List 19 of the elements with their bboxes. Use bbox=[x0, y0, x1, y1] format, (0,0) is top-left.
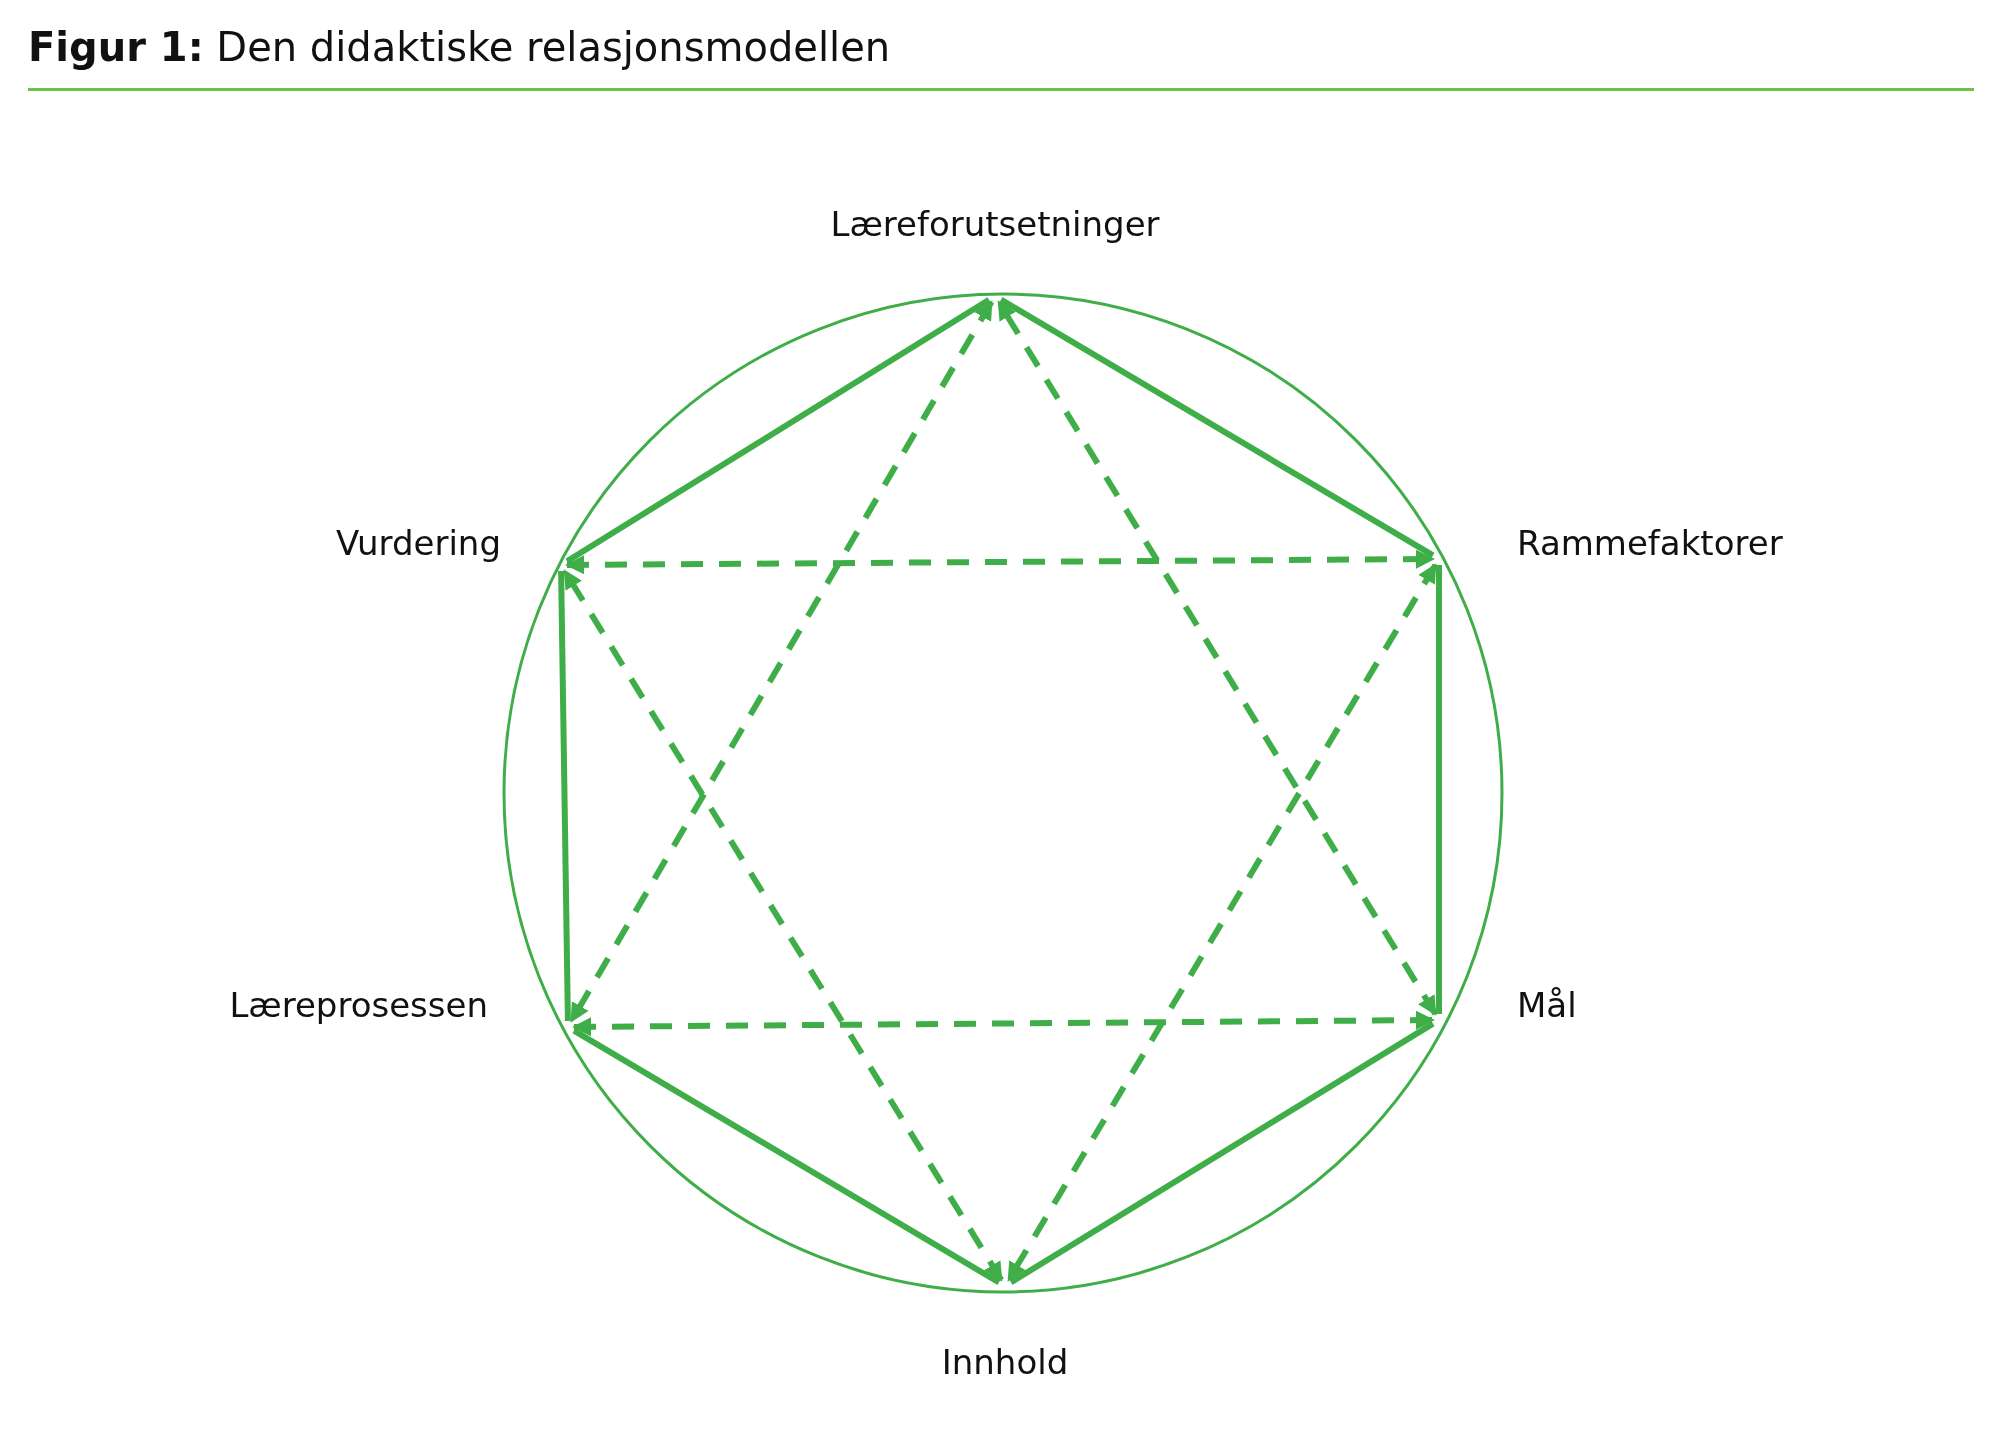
connector-line bbox=[565, 297, 991, 564]
vertex-label: Læreforutsetninger bbox=[830, 203, 1160, 245]
dashed-arrow bbox=[562, 569, 1004, 1282]
vertex-label: Læreprosessen bbox=[229, 984, 488, 1026]
dashed-arrow bbox=[996, 300, 1438, 1016]
vertex-label: Vurdering bbox=[336, 522, 501, 564]
connector-line bbox=[999, 296, 1435, 559]
connector-line bbox=[1009, 1021, 1435, 1285]
vertex-label: Innhold bbox=[941, 1341, 1069, 1383]
connector-line bbox=[1436, 565, 1442, 1014]
vertex-label: Rammefaktorer bbox=[1517, 522, 1783, 564]
connector-line bbox=[558, 570, 571, 1022]
dashed-arrow bbox=[572, 1010, 1435, 1037]
connector-line bbox=[572, 1027, 1001, 1286]
figure-title: Figur 1: Den didaktiske relasjonsmodellen bbox=[28, 24, 891, 70]
vertex-label: Mål bbox=[1517, 984, 1577, 1026]
dashed-arrow bbox=[565, 549, 1435, 575]
dashed-arrow bbox=[568, 300, 995, 1023]
dashed-arrow bbox=[1006, 563, 1438, 1282]
